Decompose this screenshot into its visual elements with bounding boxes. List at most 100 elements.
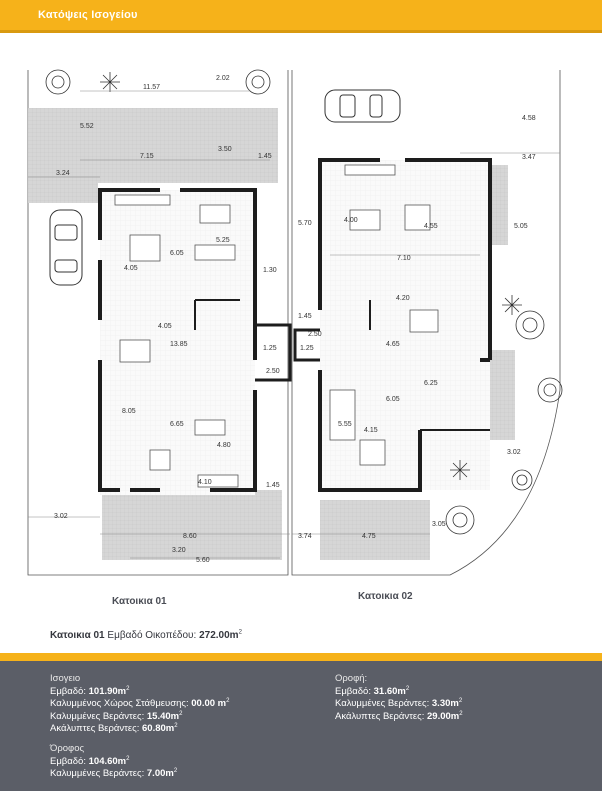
palm-icon	[100, 72, 522, 480]
unit-superscript: 2	[459, 710, 463, 717]
roof-open-row: Ακάλυπτες Βεράντες: 29.00m2	[335, 710, 463, 724]
dimension-label: 3.47	[522, 154, 536, 161]
dimension-label: 1.45	[258, 153, 272, 160]
ground-open-value: 60.80m	[142, 723, 175, 734]
upper-floor-block: Όροφος Εμβαδό: 104.60m2 Καλυμμένες Βεράν…	[50, 743, 177, 781]
ground-floor-heading: Ισογειο	[50, 673, 81, 684]
dimension-label: 6.65	[170, 421, 184, 428]
upper-covered-value: 7.00m	[146, 768, 174, 779]
dimension-label: 4.05	[124, 265, 138, 272]
area-info-panel: Ισογειο Εμβαδό: 101.90m2 Καλυμμένος Χώρο…	[0, 661, 602, 791]
ground-floor-block: Ισογειο Εμβαδό: 101.90m2 Καλυμμένος Χώρο…	[50, 673, 229, 736]
dimension-label: 1.30	[263, 267, 277, 274]
ground-open-label: Ακάλυπτες Βεράντες:	[50, 723, 143, 734]
dimension-label: 3.05	[432, 521, 446, 528]
dimension-label: 8.05	[122, 408, 136, 415]
upper-floor-heading: Όροφος	[50, 743, 85, 754]
dimension-label: 2.50	[266, 368, 280, 375]
dimension-label: 7.15	[140, 153, 154, 160]
dimension-label: 6.25	[424, 380, 438, 387]
unit-superscript: 2	[174, 722, 178, 729]
unit-superscript: 2	[173, 767, 178, 774]
dimension-label: 3.50	[218, 146, 232, 153]
summary-text: Εμβαδό Οικοπέδου:	[107, 630, 200, 641]
dimension-label: 11.57	[143, 84, 160, 91]
dimension-label: 6.05	[170, 250, 184, 257]
dimension-label: 3.02	[54, 513, 68, 520]
dimension-label: 4.58	[522, 115, 536, 122]
ground-parking-value: 00.00 m	[191, 698, 227, 709]
ground-parking-row: Καλυμμένος Χώρος Στάθμευσης: 00.00 m2	[50, 698, 229, 711]
unit-superscript: 2	[226, 697, 230, 704]
header-underline	[0, 30, 602, 33]
ground-covered-row: Καλυμμένες Βεράντες: 15.40m2	[50, 710, 229, 724]
plot-outline	[27, 70, 561, 576]
house-02-furniture	[329, 164, 439, 466]
dimension-label: 4.75	[362, 533, 376, 540]
unit-superscript: 2	[458, 697, 463, 704]
roof-block: Οροφή: Εμβαδό: 31.60m2 Καλυμμένες Βεράντ…	[335, 673, 463, 723]
dimension-label: 5.55	[338, 421, 352, 428]
tree-icon	[45, 69, 563, 535]
roof-heading: Οροφή:	[335, 673, 368, 684]
unit-superscript: 2	[405, 685, 410, 692]
dimension-label: 6.05	[386, 396, 400, 403]
orange-separator	[0, 653, 602, 661]
floor-plan: 11.57 2.02 5.52 7.15 3.50 1.45 3.24 4.05…	[27, 69, 563, 576]
plot-area-summary: Κατοικια 01 Εμβαδό Οικοπέδου: 272.00m2	[50, 630, 242, 641]
ground-area-label: Εμβαδό:	[50, 685, 89, 697]
dimension-label: 2.02	[216, 75, 230, 82]
roof-area-row: Εμβαδό: 31.60m2	[335, 685, 463, 699]
dimension-label: 7.10	[397, 255, 411, 262]
unit-superscript: 2	[179, 710, 183, 717]
ground-parking-label: Καλυμμένος Χώρος Στάθμευσης:	[50, 698, 192, 709]
ground-area-row: Εμβαδό: 101.90m2	[50, 685, 229, 699]
roof-covered-label: Καλυμμένες Βεράντες:	[335, 698, 432, 709]
dimension-label: 4.80	[217, 442, 231, 449]
upper-covered-row: Καλυμμένες Βεράντες: 7.00m2	[50, 768, 177, 781]
dimension-lines	[28, 90, 560, 559]
dimension-label: 5.25	[216, 237, 230, 244]
house-01-caption: Κατοικια 01	[112, 596, 167, 607]
dimension-label: 1.25	[300, 345, 314, 352]
dimension-label: 13.85	[170, 341, 188, 348]
dimension-label: 1.25	[263, 345, 277, 352]
dimension-label: 3.74	[298, 533, 312, 540]
roof-area-label: Εμβαδό:	[335, 685, 374, 697]
house-01-furniture	[114, 194, 239, 488]
dimension-label: 1.45	[298, 313, 312, 320]
page-title: Κατόψεις Ισογείου	[38, 9, 138, 21]
ground-covered-label: Καλυμμένες Βεράντες:	[50, 710, 147, 722]
dimension-label: 5.70	[298, 220, 312, 227]
upper-area-row: Εμβαδό: 104.60m2	[50, 755, 177, 769]
dimension-label: 3.24	[56, 170, 70, 177]
unit-superscript: 2	[126, 755, 130, 762]
unit-superscript: 2	[126, 685, 130, 692]
dimension-label: 4.55	[424, 223, 438, 230]
roof-covered-value: 3.30m	[431, 698, 459, 709]
dimension-label: 3.20	[172, 547, 186, 554]
car-icon	[49, 89, 401, 286]
summary-house-label: Κατοικια 01	[50, 630, 105, 641]
dimension-label: 5.60	[196, 557, 210, 564]
roof-open-label: Ακάλυπτες Βεράντες:	[335, 710, 428, 722]
dimension-label: 3.02	[507, 449, 521, 456]
dimension-label: 4.00	[344, 217, 358, 224]
dimension-label: 1.45	[266, 482, 280, 489]
dimension-label: 4.15	[364, 427, 378, 434]
dimension-label: 4.05	[158, 323, 172, 330]
roof-area-value: 31.60m	[373, 685, 406, 697]
dimension-label: 4.10	[198, 479, 212, 486]
dimension-label: 5.52	[80, 123, 94, 130]
ground-area-value: 101.90m	[88, 685, 127, 697]
upper-area-value: 104.60m	[88, 755, 127, 767]
summary-plot-area: 272.00m	[199, 630, 239, 641]
dimension-label: 4.65	[386, 341, 400, 348]
house-02-caption: Κατοικια 02	[358, 591, 413, 602]
unit-superscript: 2	[238, 629, 242, 636]
roof-covered-row: Καλυμμένες Βεράντες: 3.30m2	[335, 698, 463, 711]
roof-open-value: 29.00m	[427, 710, 460, 722]
dimension-label: 8.60	[183, 533, 197, 540]
dimension-label: 2.50	[308, 331, 322, 338]
upper-area-label: Εμβαδό:	[50, 755, 89, 767]
